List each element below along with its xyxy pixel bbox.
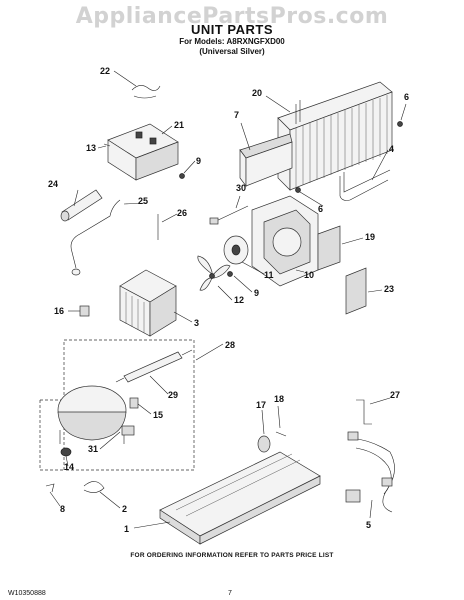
filter-drier[interactable] (115, 349, 193, 383)
condenser-coil[interactable] (277, 81, 393, 191)
fan-blade[interactable] (197, 255, 231, 291)
callout-25: 25 (138, 196, 148, 206)
model-info: For Models: A8RXNGFXD00 (Universal Silve… (0, 37, 464, 57)
callout-5: 5 (366, 520, 371, 530)
condenser-bracket[interactable] (239, 133, 293, 188)
callout-24: 24 (48, 179, 58, 189)
callout-9a: 9 (196, 156, 201, 166)
callout-26: 26 (177, 208, 187, 218)
page-number: 7 (228, 590, 232, 597)
screw-6a[interactable] (397, 121, 403, 127)
callout-28: 28 (225, 340, 235, 350)
coil-assembly[interactable] (119, 269, 177, 337)
start-capacitor[interactable] (121, 425, 135, 436)
callouts: 22 20 7 6 21 13 9 4 6 30 24 25 26 19 10 … (48, 66, 409, 534)
callout-2: 2 (122, 504, 127, 514)
screw-9b[interactable] (227, 271, 233, 277)
tube-clip[interactable] (45, 483, 55, 493)
callout-8: 8 (60, 504, 65, 514)
fan-wire-harness[interactable] (209, 205, 249, 225)
callout-15: 15 (153, 410, 163, 420)
callout-11: 11 (264, 270, 274, 280)
leader-lines (49, 70, 407, 529)
callout-17: 17 (256, 400, 266, 410)
callout-21: 21 (174, 120, 184, 130)
compressor[interactable] (57, 385, 127, 444)
callout-27: 27 (390, 390, 400, 400)
wire-clip[interactable] (131, 85, 161, 99)
callout-19: 19 (365, 232, 375, 242)
roller-screw[interactable] (275, 431, 287, 437)
drain-tube[interactable] (339, 169, 391, 201)
callout-12: 12 (234, 295, 244, 305)
models-line: For Models: A8RXNGFXD00 (179, 37, 285, 46)
leveling-rod[interactable] (356, 399, 372, 425)
rubber-grommet[interactable] (60, 447, 72, 457)
watermark: AppliancePartsPros.com (75, 4, 389, 29)
callout-14: 14 (64, 462, 74, 472)
callout-29: 29 (168, 390, 178, 400)
callout-20: 20 (252, 88, 262, 98)
callout-10: 10 (304, 270, 314, 280)
pad-19[interactable] (317, 225, 341, 271)
callout-1: 1 (124, 524, 129, 534)
fan-motor[interactable] (223, 235, 249, 265)
callout-6b: 6 (318, 204, 323, 214)
callout-13: 13 (86, 143, 96, 153)
screw-6b[interactable] (295, 187, 301, 193)
fan-shroud[interactable] (251, 195, 319, 287)
document-number: W10350888 (8, 590, 46, 597)
ground-wire[interactable] (83, 481, 105, 493)
hose[interactable] (70, 199, 121, 276)
callout-16: 16 (54, 306, 64, 316)
callout-9b: 9 (254, 288, 259, 298)
callout-4: 4 (389, 144, 394, 154)
roller[interactable] (257, 435, 271, 453)
pad-23[interactable] (345, 267, 367, 315)
page-title: UNIT PARTS (190, 22, 274, 37)
callout-7: 7 (234, 110, 239, 120)
overload-relay[interactable] (129, 397, 139, 409)
callout-31: 31 (88, 444, 98, 454)
power-wiring-harness[interactable] (345, 431, 395, 513)
callout-3: 3 (194, 318, 199, 328)
callout-6a: 6 (404, 92, 409, 102)
ordering-note: FOR ORDERING INFORMATION REFER TO PARTS … (130, 552, 334, 559)
callout-30: 30 (236, 183, 246, 193)
models-sub: (Universal Silver) (199, 47, 265, 56)
callout-23: 23 (384, 284, 394, 294)
callout-22: 22 (100, 66, 110, 76)
mounting-clip[interactable] (79, 305, 90, 317)
callout-18: 18 (274, 394, 284, 404)
screw-9a[interactable] (179, 173, 185, 179)
base-pan[interactable] (159, 451, 321, 545)
control-box[interactable] (103, 123, 179, 181)
insulation-tube[interactable] (60, 189, 103, 222)
